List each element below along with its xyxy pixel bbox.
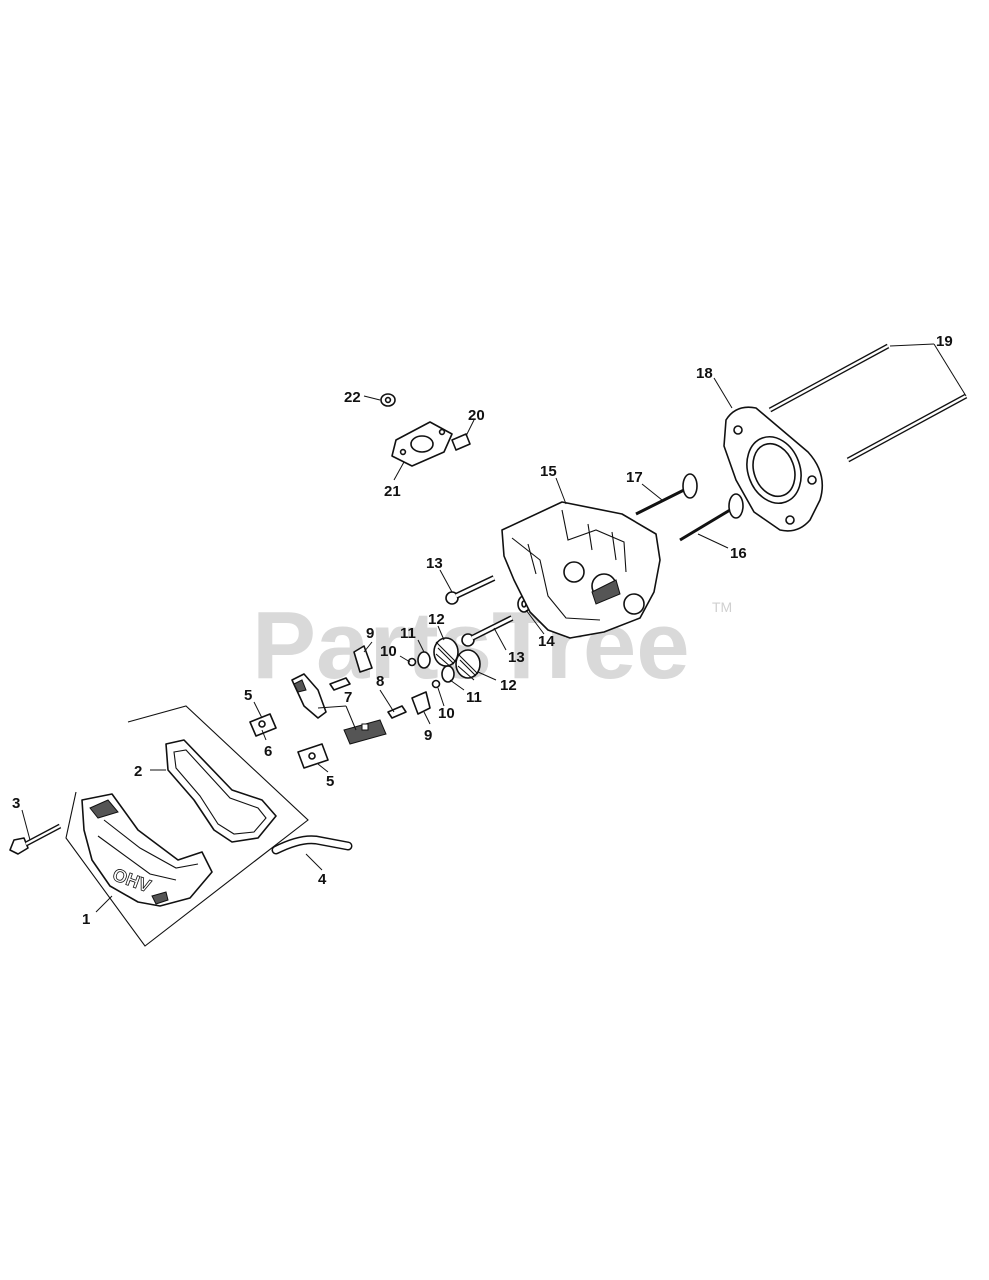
part-spring-retainer-lower [441, 665, 455, 683]
part-valve-spring-upper [433, 637, 459, 669]
part-exhaust-valve [679, 493, 744, 542]
callout-2: 2 [134, 763, 142, 780]
callout-11-upper: 11 [400, 625, 416, 642]
callout-1: 1 [82, 911, 90, 928]
part-breather-hose [271, 835, 353, 855]
part-stud-20 [451, 433, 471, 451]
callout-7: 7 [344, 689, 352, 706]
part-push-rod-lower [846, 393, 968, 463]
callout-11-lower: 11 [466, 689, 482, 706]
part-guide-plate-lower [411, 691, 431, 715]
callout-5-upper: 5 [244, 687, 252, 704]
callout-12-lower: 12 [500, 677, 517, 694]
callout-22: 22 [344, 389, 361, 406]
callout-16: 16 [730, 545, 747, 562]
part-guide-plate-upper [353, 645, 373, 673]
callout-17: 17 [626, 469, 643, 486]
callout-21: 21 [384, 483, 401, 500]
callout-14: 14 [538, 633, 555, 650]
part-push-rod-upper [768, 343, 890, 413]
part-rocker-arm-upper [291, 673, 327, 719]
callout-3: 3 [12, 795, 20, 812]
callout-10-lower: 10 [438, 705, 455, 722]
callout-13-lower: 13 [508, 649, 525, 666]
part-spring-retainer-upper [417, 651, 431, 669]
callout-18: 18 [696, 365, 713, 382]
part-intake-gasket [391, 421, 453, 467]
part-pivot-stud-upper [329, 677, 351, 691]
part-intake-valve [635, 473, 698, 516]
callout-20: 20 [468, 407, 485, 424]
callout-5-lower: 5 [326, 773, 334, 790]
part-valve-cover: OHV [81, 793, 213, 907]
part-clip-5-upper [249, 713, 277, 737]
part-nut-22 [380, 393, 396, 407]
part-head-bolt-lower [461, 615, 514, 647]
part-valve-keeper-upper [407, 657, 417, 667]
part-head-gasket [723, 406, 824, 532]
callout-12-upper: 12 [428, 611, 445, 628]
part-valve-keeper-lower [431, 679, 441, 689]
callout-labels: 1 2 3 4 5 5 6 7 8 9 9 10 10 11 11 12 12 … [12, 333, 953, 928]
callout-6: 6 [264, 743, 272, 760]
callout-9-lower: 9 [424, 727, 432, 744]
callout-13-upper: 13 [426, 555, 443, 572]
callout-9-upper: 9 [366, 625, 374, 642]
assembly-group-outline [65, 705, 309, 947]
callout-4: 4 [318, 871, 327, 888]
part-valve-spring-lower [455, 649, 481, 681]
callout-10-upper: 10 [380, 643, 397, 660]
part-cover-gasket [165, 739, 277, 843]
part-cylinder-head [501, 501, 661, 639]
part-bolt-3 [9, 823, 62, 855]
callout-15: 15 [540, 463, 557, 480]
part-rocker-arm-lower [343, 719, 387, 745]
part-pivot-stud-lower [387, 705, 407, 719]
callout-8: 8 [376, 673, 384, 690]
watermark-trademark: TM [712, 599, 732, 615]
part-clip-5-lower [297, 743, 329, 769]
callout-19: 19 [936, 333, 953, 350]
leader-lines [21, 343, 967, 913]
